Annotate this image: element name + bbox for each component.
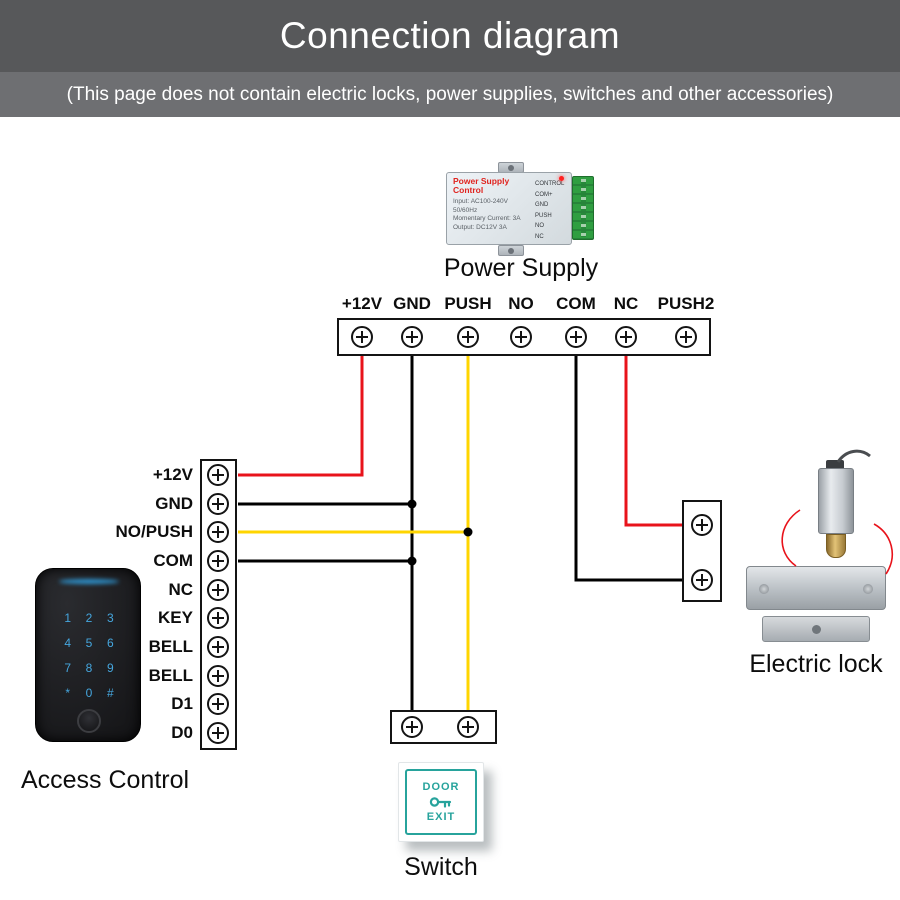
acp-terminal-label-12v: +12V — [152, 465, 193, 484]
terminal-psu-com — [565, 326, 587, 348]
terminal-switch-2 — [457, 716, 479, 738]
acp-terminal-label-gnd: GND — [155, 494, 193, 513]
maglock-armature-plate — [762, 616, 870, 642]
exit-button-exit-text: EXIT — [426, 811, 456, 823]
psu-terminal-label-com: COM — [556, 294, 596, 313]
keypad-key: 2 — [85, 610, 93, 625]
psu-side-labels: CONTROL COM+ GND PUSH NO NC — [535, 179, 569, 242]
acp-terminal-label-d1: D1 — [171, 694, 193, 713]
psu-power-led — [559, 176, 564, 181]
acp-terminal-label-com: COM — [153, 551, 193, 570]
acp-keypad: 1 2 3 4 5 6 7 8 9 * 0 # — [57, 605, 121, 705]
wire-com-to-lock-black — [574, 356, 683, 582]
keypad-key: 6 — [106, 635, 114, 650]
acp-terminal-label-nc: NC — [168, 580, 193, 599]
psu-side-label: COM+ — [535, 191, 553, 198]
keypad-key: 5 — [85, 635, 93, 650]
terminal-acp-d1 — [207, 693, 229, 715]
access-control-label: Access Control — [20, 766, 190, 794]
psu-terminal-label-12v: +12V — [341, 294, 383, 313]
terminal-acp-com — [207, 550, 229, 572]
title-bar: Connection diagram — [0, 0, 900, 72]
acp-terminal-label-key: KEY — [158, 608, 193, 627]
keypad-key: * — [65, 685, 70, 700]
psu-mount-tab-bottom — [498, 245, 524, 256]
psu-side-label: NC — [535, 233, 544, 240]
switch-label: Switch — [404, 853, 478, 881]
terminal-psu-push2 — [675, 326, 697, 348]
junction-dot — [463, 527, 473, 537]
keypad-key: 9 — [106, 660, 114, 675]
terminal-acp-nc — [207, 579, 229, 601]
terminal-acp-bell1 — [207, 636, 229, 658]
psu-spec-line: Input: AC100-240V 50/60Hz — [453, 198, 508, 214]
key-icon — [429, 797, 452, 808]
terminal-psu-nc — [615, 326, 637, 348]
keypad-key: 8 — [85, 660, 93, 675]
terminal-acp-gnd — [207, 493, 229, 515]
terminal-lock-2 — [691, 569, 713, 591]
keypad-key: 0 — [85, 685, 93, 700]
psu-terminal-label-push: PUSH — [444, 294, 492, 313]
psu-body: Power Supply Control Input: AC100-240V 5… — [446, 172, 572, 245]
terminal-acp-nopush — [207, 521, 229, 543]
acp-terminal-label-bell2: BELL — [148, 666, 193, 685]
exit-button-door-text: DOOR — [422, 781, 460, 793]
bolt-lock-cylinder — [826, 534, 846, 558]
junction-dot — [407, 556, 417, 566]
terminal-psu-gnd — [401, 326, 423, 348]
keypad-key: # — [106, 685, 114, 700]
wire-12v-red — [238, 356, 364, 477]
wire-nc-to-lock-red — [624, 356, 683, 527]
power-supply-image: Power Supply Control Input: AC100-240V 5… — [446, 162, 596, 256]
psu-spec-line: Output: DC12V 3A — [453, 223, 507, 231]
terminal-acp-bell2 — [207, 665, 229, 687]
terminal-acp-12v — [207, 464, 229, 486]
keypad-key: 1 — [64, 610, 71, 625]
psu-spec-lines: Input: AC100-240V 50/60Hz Momentary Curr… — [453, 198, 533, 232]
terminal-psu-push — [457, 326, 479, 348]
psu-side-label: NO — [535, 223, 544, 229]
terminal-psu-12v — [351, 326, 373, 348]
keypad-key: 4 — [64, 635, 71, 650]
psu-side-label: CONTROL — [535, 181, 565, 187]
subtitle-bar: (This page does not contain electric loc… — [0, 72, 900, 117]
psu-side-label: PUSH — [535, 212, 552, 219]
keypad-key: 3 — [106, 610, 114, 625]
terminal-acp-d0 — [207, 722, 229, 744]
psu-side-label: GND — [535, 202, 549, 208]
acp-terminal-label-nopush: NO/PUSH — [115, 522, 193, 541]
keypad-key: 7 — [64, 660, 71, 675]
psu-terminal-label-nc: NC — [613, 294, 639, 313]
psu-terminal-label-push2: PUSH2 — [657, 294, 715, 313]
bolt-lock-body — [818, 468, 854, 534]
magnetic-lock-image — [742, 560, 890, 648]
psu-device-title: Power Supply Control — [453, 176, 510, 195]
acp-status-light — [59, 579, 119, 584]
fingerprint-sensor — [77, 709, 101, 733]
access-control-image: 1 2 3 4 5 6 7 8 9 * 0 # — [35, 568, 141, 742]
terminal-psu-no — [510, 326, 532, 348]
acp-terminal-label-d0: D0 — [171, 723, 193, 742]
psu-terminal-label-gnd: GND — [393, 294, 431, 313]
page-title: Connection diagram — [279, 15, 621, 56]
terminal-lock-1 — [691, 514, 713, 536]
bolt-lock-image — [796, 460, 888, 564]
power-supply-label: Power Supply — [443, 254, 599, 282]
junction-dot — [407, 499, 417, 509]
psu-spec-line: Momentary Current: 3A — [453, 215, 521, 222]
maglock-bar — [746, 566, 886, 610]
terminal-acp-key — [207, 607, 229, 629]
electric-lock-label: Electric lock — [749, 650, 883, 678]
psu-terminal-label-no: NO — [508, 294, 534, 313]
bolt-lock-connector — [826, 460, 844, 470]
psu-terminal-block — [572, 176, 594, 240]
acp-terminal-label-bell1: BELL — [148, 637, 193, 656]
page-subtitle: (This page does not contain electric loc… — [66, 83, 834, 105]
exit-button-image: DOOR EXIT — [398, 762, 484, 842]
terminal-switch-1 — [401, 716, 423, 738]
exit-button-plate: DOOR EXIT — [405, 769, 477, 835]
